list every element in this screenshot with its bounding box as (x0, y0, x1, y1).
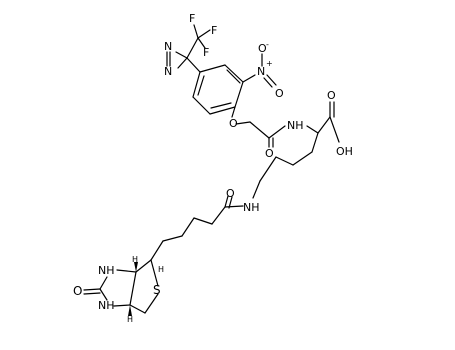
bond-c-o-amide2-double (228, 196, 233, 209)
wedge-2 (128, 305, 132, 316)
atom-n-nitro: N (257, 65, 265, 78)
bond-ring-6-double (197, 75, 205, 96)
bond-c-f3 (193, 24, 199, 39)
atom-o-acid: O (327, 89, 336, 102)
bond-pentyl-4 (150, 240, 164, 261)
atom-h-stereo2: H (127, 315, 133, 324)
bond-c-f2 (197, 37, 206, 49)
atom-nh-amide1: NH (287, 119, 304, 132)
bond-biotin-2 (150, 259, 159, 287)
bond-cf3-diazirine (186, 37, 199, 59)
bond-biotin-1 (135, 259, 152, 273)
bond-ring-o (231, 106, 236, 118)
atom-nh-ring1: NH (98, 264, 115, 277)
bond-n-o2-double (263, 77, 273, 88)
bond-chain-2 (292, 151, 313, 166)
bond-ch2-co (249, 121, 270, 139)
atom-oh-acid: OH (336, 145, 353, 158)
bond-biotin-6 (144, 293, 159, 314)
bond-ring-1 (199, 64, 226, 73)
bond-c-n-diaz2 (177, 57, 188, 69)
atom-f3: F (189, 12, 195, 25)
bond-ring-3 (234, 81, 244, 108)
bond-chain-5 (252, 180, 261, 199)
atom-h-stereo1: H (132, 255, 138, 264)
bond-biotin-9 (99, 288, 108, 301)
bond-biotin-5 (129, 304, 146, 314)
bond-c-f1 (197, 29, 211, 39)
atom-o-ether: O (229, 117, 238, 130)
bond-ring-no2 (242, 74, 256, 83)
bond-nh-calpha (306, 125, 319, 134)
bond-c-nh-amide1 (268, 125, 286, 139)
bond-ring-4 (209, 106, 236, 115)
atom-o-nitro1-charge: - (266, 40, 269, 49)
bond-ring-6 (192, 71, 201, 98)
atom-n-nitro-charge: + (266, 59, 273, 68)
atom-s-ring: S (153, 283, 161, 297)
atom-o-nitro2: O (275, 87, 284, 100)
bond-diaz-aryl (186, 57, 201, 73)
atom-h-stereo3: H (158, 265, 164, 274)
atom-n-diaz1: N (164, 40, 172, 53)
atom-o-nitro1: O (258, 42, 267, 55)
atom-nh-ring2: NH (98, 299, 115, 312)
bond-pentyl-2 (181, 217, 195, 237)
atom-o-amide2: O (226, 187, 235, 200)
bond-chain-3 (275, 156, 294, 166)
bond-ring-5 (192, 96, 211, 115)
bond-urea-co-double (83, 292, 101, 295)
bond-biotin-8 (99, 276, 108, 290)
bonds (83, 24, 340, 316)
bond-ring-2-double (226, 69, 241, 84)
atom-f1: F (211, 24, 217, 37)
bond-amide2-chain (211, 206, 226, 225)
bond-pentyl-1 (193, 217, 213, 225)
bond-ring-4-double (210, 102, 232, 109)
bond-urea-co (83, 288, 101, 291)
bond-calpha-cooh (317, 116, 331, 134)
bond-n-o2 (266, 74, 277, 86)
bond-c-n-diaz1 (175, 51, 188, 59)
atom-nh-amide2: NH (243, 201, 260, 214)
bond-chain-4 (259, 156, 277, 182)
bond-biotin-4 (129, 271, 137, 306)
atom-o-urea: O (73, 284, 82, 298)
bond-c-oh-acid (329, 116, 340, 143)
bond-pentyl-3 (162, 235, 183, 242)
bond-c-o-amide2 (224, 195, 229, 208)
bond-biotin-3 (116, 269, 137, 273)
bond-o-ch2 (235, 121, 251, 125)
bond-nh-co2 (224, 205, 244, 208)
atom-o-amide1: O (265, 147, 274, 160)
bond-biotin-7 (113, 304, 131, 307)
wedge-1 (134, 262, 138, 272)
bond-chain-1 (311, 132, 319, 153)
atom-f2: F (203, 46, 209, 59)
bond-ring-2 (224, 64, 244, 83)
atom-labels: F F F N N N + O - O O NH O O OH NH O NH … (73, 12, 353, 324)
atom-n-diaz2: N (164, 65, 172, 78)
